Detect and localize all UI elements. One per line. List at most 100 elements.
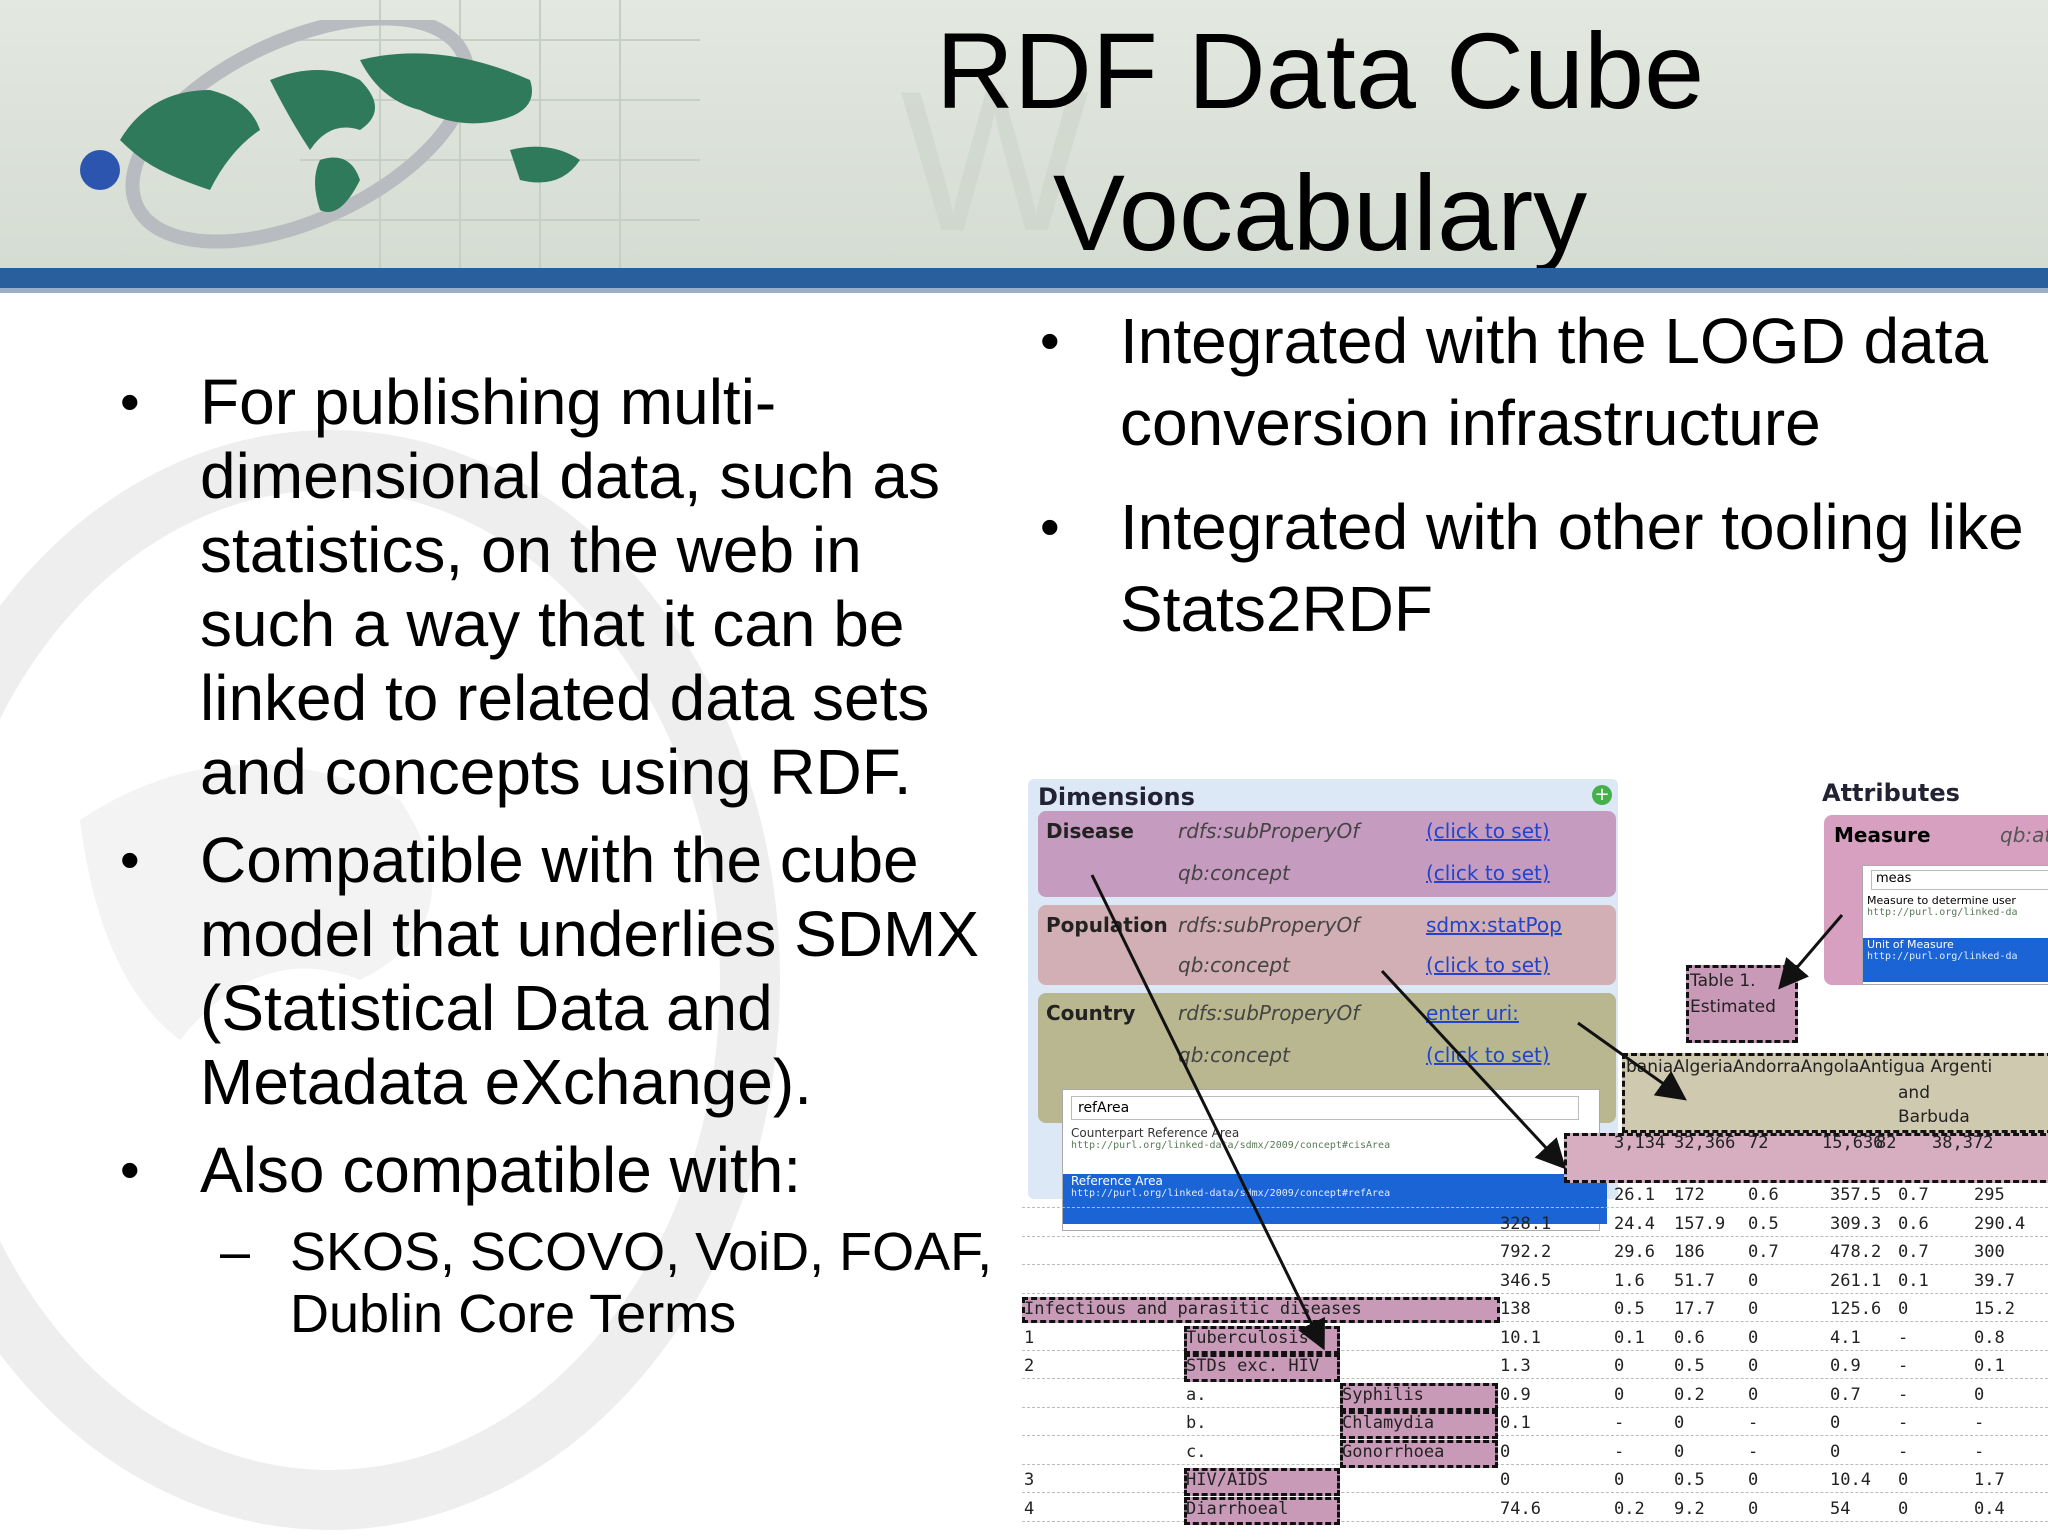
table-cell: 0	[1748, 1299, 1759, 1319]
table-cell: -	[1898, 1384, 1909, 1405]
table-cell: -	[1614, 1441, 1625, 1462]
table-cell: 1.3	[1500, 1356, 1531, 1376]
bullet-text: Integrated with the LOGD data conversion…	[1120, 305, 1989, 459]
dimension-value-link[interactable]: (click to set)	[1426, 953, 1550, 977]
option-title: Reference Area	[1071, 1174, 1163, 1188]
table-cell: 51.7	[1674, 1270, 1715, 1291]
table-row-divider	[1022, 1435, 2048, 1436]
table-cell: 0.2	[1614, 1498, 1645, 1519]
sub-bullet-dash: –	[220, 1222, 251, 1282]
table-cell: 290.4	[1974, 1213, 2026, 1234]
row-item-label: Gonorrhoea	[1342, 1441, 1445, 1462]
autocomplete-option[interactable]: Counterpart Reference Area http://purl.o…	[1063, 1126, 1607, 1170]
table-cell: 0.1	[1614, 1327, 1645, 1348]
population-cell: 72	[1748, 1133, 1769, 1153]
header-divider-bar-light	[0, 288, 2048, 293]
table-cell: 0	[1500, 1470, 1511, 1490]
svg-text:W: W	[900, 50, 1089, 268]
bullet-dot: •	[1040, 495, 1060, 558]
table-cell: 357.5	[1830, 1185, 1882, 1205]
uri-search-input[interactable]: refArea	[1071, 1096, 1579, 1120]
dimension-value-link[interactable]: (click to set)	[1426, 819, 1550, 843]
table-cell: 0	[1748, 1327, 1759, 1348]
table-row-divider	[1022, 1235, 2048, 1237]
table-cell: 295	[1974, 1185, 2005, 1205]
attributes-title: Attributes	[1822, 779, 1960, 807]
add-dimension-icon[interactable]: +	[1592, 785, 1612, 805]
table-cell: 309.3	[1830, 1213, 1882, 1234]
header-divider-bar	[0, 268, 2048, 288]
table-label-line-1: Table 1.	[1690, 971, 1756, 991]
table-row-divider	[1022, 1406, 2048, 1408]
table-cell: 0.6	[1674, 1327, 1705, 1348]
table-cell: 0	[1674, 1441, 1685, 1462]
table-cell: 24.4	[1614, 1213, 1655, 1234]
row-category-label: Infectious and parasitic diseases	[1024, 1299, 1362, 1319]
table-cell: 0	[1614, 1384, 1625, 1405]
dimension-name: Disease	[1046, 819, 1134, 843]
table-cell: 1.6	[1614, 1270, 1645, 1291]
annotation-arrows	[1090, 874, 1844, 1351]
table-cell: 0	[1674, 1413, 1685, 1433]
table-row-divider	[1022, 1264, 2048, 1265]
dimensions-title: Dimensions	[1038, 783, 1195, 811]
table-cell: -	[1748, 1441, 1759, 1462]
sub-bullet-item: –SKOS, SCOVO, VoiD, FOAF, Dublin Core Te…	[120, 1221, 1000, 1345]
table-cell: 0	[1748, 1270, 1759, 1291]
autocomplete-option-selected[interactable]: Unit of Measure http://purl.org/linked-d…	[1863, 938, 2048, 982]
measure-search-input[interactable]: meas	[1871, 870, 2048, 890]
table-cell: 15.2	[1974, 1299, 2015, 1319]
row-subcategory-label: STDs exc. HIV	[1186, 1356, 1320, 1376]
row-item-label: Chlamydia	[1342, 1413, 1435, 1433]
table-cell: 0	[1614, 1356, 1625, 1376]
table-cell: 0	[1500, 1441, 1511, 1462]
dimension-row-population: Population rdfs:subProperyOf sdmx:statPo…	[1038, 905, 1616, 985]
row-category-label: 3	[1024, 1470, 1035, 1490]
table-cell: 54	[1830, 1498, 1851, 1519]
table-row-divider	[1022, 1349, 2048, 1351]
table-cell: -	[1974, 1413, 1985, 1433]
country-header: baniaAlgeriaAndorraAngolaAntigua Argenti	[1626, 1057, 1993, 1077]
option-title: Counterpart Reference Area	[1071, 1126, 1240, 1140]
table-cell: 0.7	[1898, 1242, 1929, 1262]
table-cell: 17.7	[1674, 1299, 1715, 1319]
attribute-property: qb:at	[2000, 823, 2048, 847]
autocomplete-option-selected[interactable]: Reference Area http://purl.org/linked-da…	[1063, 1174, 1607, 1224]
table-cell: 0	[1898, 1299, 1909, 1319]
dimension-value-link[interactable]: sdmx:statPop	[1426, 913, 1562, 937]
row-subcategory-label: a.	[1186, 1384, 1207, 1405]
dimensions-panel: Dimensions + Disease rdfs:subProperyOf (…	[1028, 779, 1618, 1231]
table-cell: -	[1898, 1356, 1909, 1376]
population-cell: 3,134	[1614, 1133, 1666, 1153]
table-cell: 0.1	[1898, 1270, 1929, 1291]
category-label-box	[1022, 1297, 1500, 1323]
table-cell: 10.1	[1500, 1327, 1541, 1348]
row-subcategory-label: HIV/AIDS	[1186, 1470, 1268, 1490]
table-cell: 0	[1898, 1498, 1909, 1519]
dimension-value-link[interactable]: (click to set)	[1426, 861, 1550, 885]
bullet-dot: •	[120, 828, 140, 891]
slide-title: RDF Data Cube Vocabulary	[760, 0, 1880, 284]
bullet-item: •Integrated with the LOGD data conversio…	[1040, 300, 2040, 464]
dimension-value-link[interactable]: enter uri:	[1426, 1001, 1519, 1025]
row-item-label: Syphilis	[1342, 1384, 1424, 1405]
measure-autocomplete-popup: meas Measure to determine user http://pu…	[1862, 865, 2048, 985]
table-cell: 0.2	[1674, 1384, 1705, 1405]
option-url: http://purl.org/linked-da	[1867, 951, 2018, 962]
table-cell: 0	[1974, 1384, 1985, 1405]
table-cell: 0.5	[1614, 1299, 1645, 1319]
arrow-country-to-header	[1577, 1021, 1687, 1101]
category-label-box	[1184, 1354, 1340, 1382]
option-url: http://purl.org/linked-da	[1867, 907, 2018, 918]
table-cell: 138	[1500, 1299, 1531, 1319]
option-title: Measure to determine user	[1867, 894, 2016, 907]
arrow-disease-to-rows	[1090, 874, 1325, 1351]
autocomplete-option[interactable]: Measure to determine user http://purl.or…	[1867, 894, 2018, 918]
category-label-box	[1340, 1411, 1498, 1439]
table-cell: 0	[1748, 1356, 1759, 1376]
bullet-dot: •	[120, 370, 140, 433]
population-cell: 82	[1876, 1133, 1897, 1153]
row-subcategory-label: b.	[1186, 1413, 1207, 1433]
table-cell: 0	[1830, 1413, 1841, 1433]
dimension-value-link[interactable]: (click to set)	[1426, 1043, 1550, 1067]
